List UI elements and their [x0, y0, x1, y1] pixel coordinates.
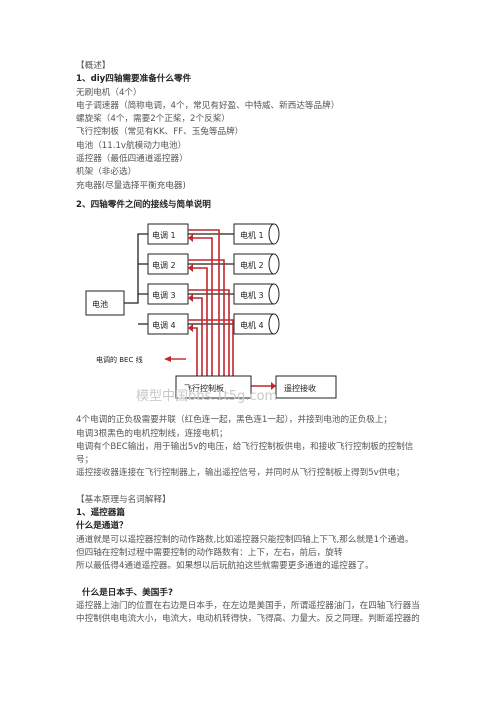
q2-title: 2、四轴零件之间的接线与简单说明: [76, 199, 211, 210]
part-item: 无刷电机（4个）: [76, 87, 142, 98]
part-item: 充电器(尽量选择平衡充电器): [76, 180, 186, 191]
hand-text: 遥控器上油门的位置在右边是日本手，在左边是美国手，所谓遥控器油门，在四轴飞行器当: [76, 600, 420, 611]
motor-label-4: 电机 4: [240, 320, 264, 330]
motor-label-3: 电机 3: [240, 290, 264, 300]
motor-2: 电机 2: [233, 253, 280, 275]
q1-title: 1、diy四轴需要准备什么零件: [76, 74, 192, 85]
note-line: 号；: [76, 455, 94, 466]
motor-1: 电机 1: [233, 223, 280, 245]
hand-question: 什么是日本手、美国手?: [82, 587, 173, 598]
part-item: 机架（非必选）: [76, 167, 137, 178]
note-line: 4个电调的正负极需要并联（红色连一起，黑色连1一起），并接到电池的正负极上；: [76, 415, 393, 426]
motor-label-1: 电机 1: [240, 230, 264, 240]
channel-text: 通道就是可以遥控器控制的动作路数,比如遥控器只能控制四轴上下飞,那么就是1个通道…: [76, 534, 414, 545]
channel-question: 什么是通道？: [76, 521, 128, 532]
arrowheads: [164, 234, 276, 391]
part-item: 电池（11.1v航模动力电池）: [76, 140, 187, 151]
esc-label-4: 电调 4: [152, 320, 176, 330]
remote-title: 1、遥控器篇: [76, 508, 125, 519]
battery-label: 电池: [92, 299, 108, 309]
flight-controller-label: 飞行控制板: [184, 383, 224, 393]
hand-text: 中控制供电电流大小，电流大，电动机转得快，飞得高、力量大。反之同理。判断遥控器的: [76, 614, 420, 625]
motor-4: 电机 4: [233, 313, 280, 335]
wiring-diagram: 电池 电调 1 电调 2 电调 3 电调 4 电机 1 电: [76, 216, 376, 406]
bec-lines: [188, 229, 276, 388]
note-line: 电调3根黑色的电机控制线，连接电机；: [76, 428, 228, 439]
motor-label-2: 电机 2: [240, 260, 264, 270]
receiver-label: 遥控接收: [284, 383, 316, 393]
basic-tag: 【基本原理与名词解释】: [76, 494, 171, 505]
esc-label-2: 电调 2: [152, 260, 176, 270]
watermark: 模型中国bbs.1t5g.com: [136, 389, 277, 404]
wiring-diagram-svg: 电池 电调 1 电调 2 电调 3 电调 4 电机 1 电: [85, 223, 337, 404]
receiver-box: [275, 375, 337, 399]
flight-controller-box: [175, 375, 252, 399]
channel-text: 但四轴在控制过程中需要控制的动作路数有：上下，左右，前后，旋转: [76, 547, 343, 558]
note-line: 电调有个BEC输出，用于输出5v的电压，给飞行控制板供电，和接收飞行控制板的控制…: [76, 441, 414, 452]
part-item: 电子调速器（简称电调，4个，常见有好盈、中特威、新西达等品牌）: [76, 100, 340, 111]
overview-tag: 【概述】: [76, 61, 111, 71]
document-page: 【概述】 1、diy四轴需要准备什么零件 无刷电机（4个） 电子调速器（简称电调…: [76, 60, 476, 626]
part-item: 遥控器（最低四通道遥控器）: [76, 154, 188, 165]
motor-3: 电机 3: [233, 283, 280, 305]
channel-text: 所以最低得4通道遥控器。如果想以后玩航拍这些就需要更多通道的遥控器了。: [76, 561, 374, 572]
battery-box: [85, 290, 125, 316]
esc-label-1: 电调 1: [152, 230, 176, 240]
bec-label: 电调的 BEC 线: [96, 355, 143, 364]
part-item: 螺旋桨（4个，需要2个正桨，2个反桨）: [76, 114, 230, 125]
note-line: 遥控接收器连接在飞行控制器上，输出遥控信号，并同时从飞行控制板上得到5v供电；: [76, 468, 405, 479]
part-item: 飞行控制板（常见有KK、FF、玉兔等品牌）: [76, 127, 244, 138]
esc-label-3: 电调 3: [152, 290, 176, 300]
